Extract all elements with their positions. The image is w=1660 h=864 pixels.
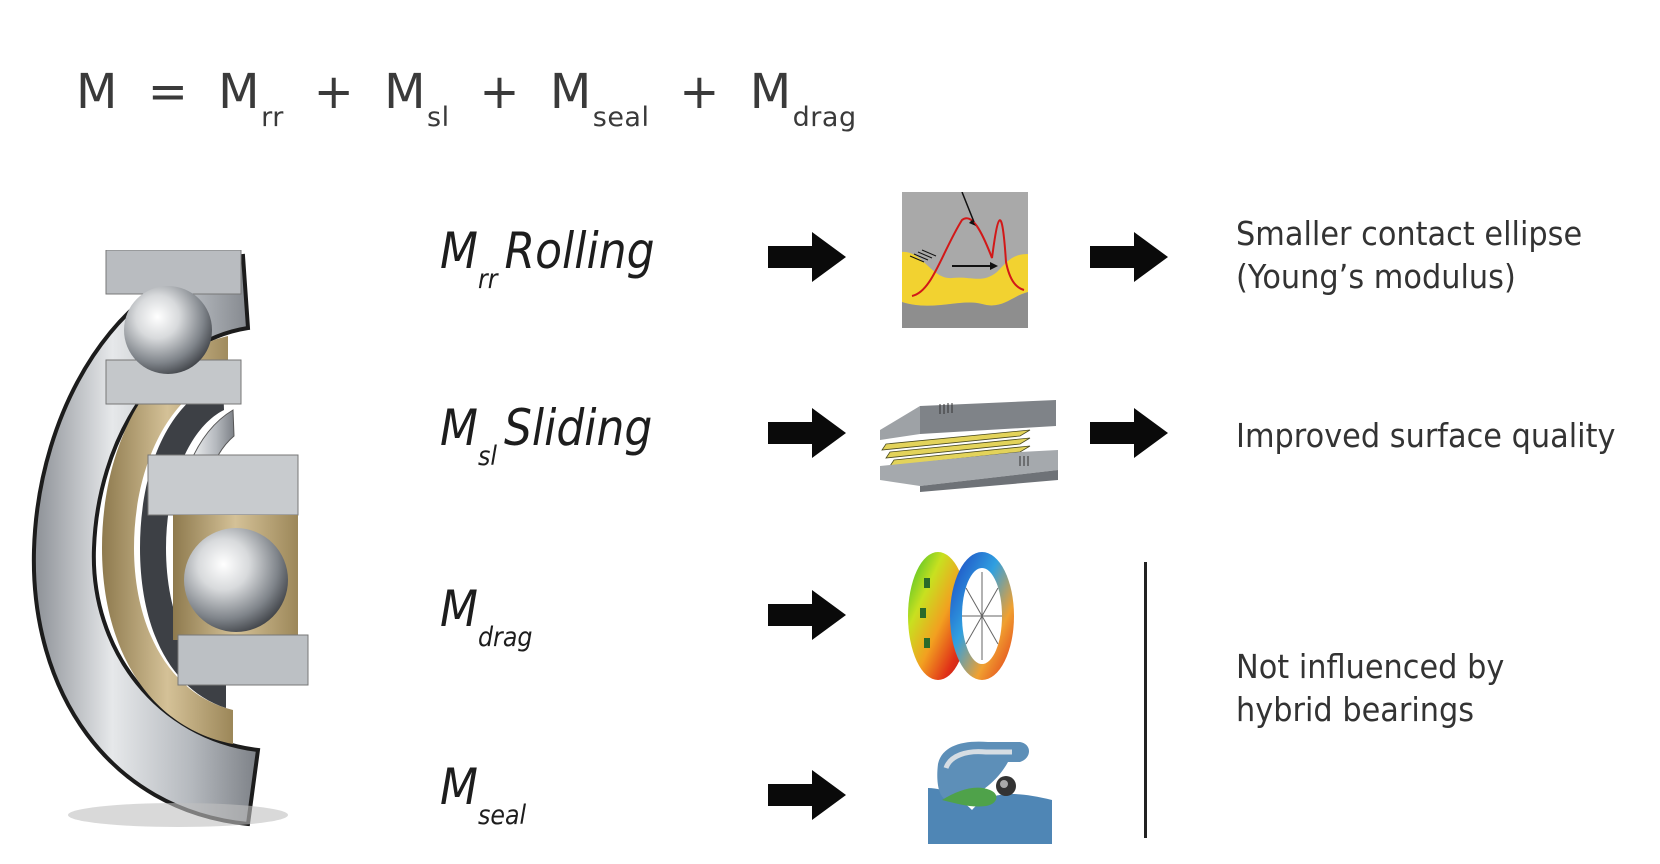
row-label-drag: Mdrag xyxy=(440,580,533,653)
formula-lhs: M xyxy=(76,64,118,120)
row-label-seal: Mseal xyxy=(440,758,527,831)
effect-others-line-1: Not influenced by xyxy=(1236,647,1505,686)
formula-term-drag: Mdrag xyxy=(749,64,857,133)
formula-plus: + xyxy=(479,64,521,120)
formula-term-seal: Mseal xyxy=(549,64,650,133)
arrow-right-icon xyxy=(1090,408,1168,458)
formula-term-rr: Mrr xyxy=(218,64,284,133)
effect-sliding: Improved surface quality xyxy=(1236,416,1616,455)
formula-term-sl: Msl xyxy=(384,64,450,133)
ball-bearing-illustration xyxy=(31,250,309,827)
arrow-right-icon xyxy=(768,232,846,282)
effect-rolling-line-1: Smaller contact ellipse xyxy=(1236,214,1583,253)
arrow-right-icon xyxy=(768,770,846,820)
torque-formula: M = Mrr + Msl + Mseal + Mdrag xyxy=(76,64,857,133)
formula-plus: + xyxy=(679,64,720,120)
arrow-right-icon xyxy=(1090,232,1168,282)
arrow-right-icon xyxy=(768,590,846,640)
effect-rolling-line-2: (Young’s modulus) xyxy=(1236,257,1516,296)
drag-cfd-thumbnail xyxy=(908,552,1014,680)
effect-rolling: Smaller contact ellipse (Young’s modulus… xyxy=(1236,212,1582,298)
effect-others-line-2: hybrid bearings xyxy=(1236,690,1475,729)
effect-others: Not influenced by hybrid bearings xyxy=(1236,645,1504,731)
formula-plus: + xyxy=(313,64,355,120)
rolling-contact-thumbnail xyxy=(902,192,1028,328)
seal-thumbnail xyxy=(928,741,1052,844)
formula-equals: = xyxy=(147,64,189,120)
group-divider-line xyxy=(1144,562,1147,838)
sliding-surface-thumbnail xyxy=(880,400,1058,492)
arrow-right-icon xyxy=(768,408,846,458)
